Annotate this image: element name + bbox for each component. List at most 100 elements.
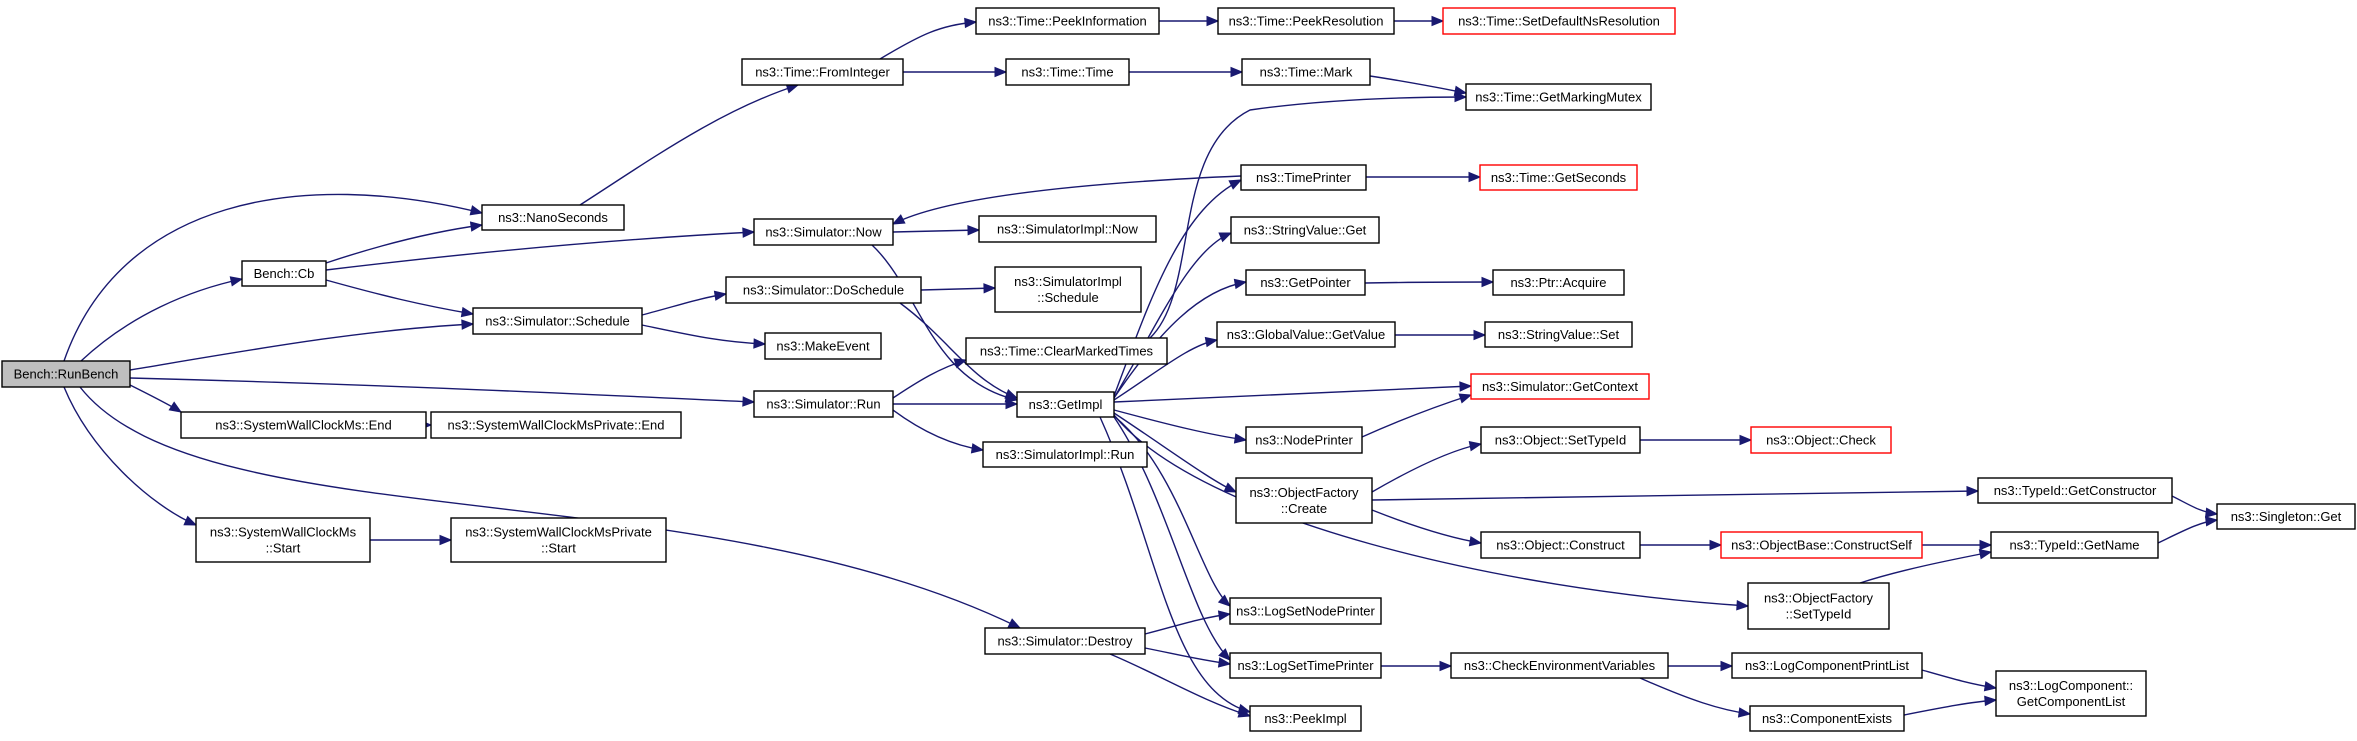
node-label: ns3::Singleton::Get bbox=[2231, 509, 2342, 524]
node-clearmarked[interactable]: ns3::Time::ClearMarkedTimes bbox=[965, 337, 1168, 365]
node-sim_run[interactable]: ns3::Simulator::Run bbox=[753, 390, 894, 418]
edge-checkenv-to-logcompprint bbox=[1668, 660, 1734, 672]
edge-arrowhead bbox=[439, 534, 453, 546]
node-getmarkingmutex[interactable]: ns3::Time::GetMarkingMutex bbox=[1465, 83, 1652, 111]
edge-nodeprinter-to-getcontext bbox=[1361, 393, 1473, 438]
node-box bbox=[1465, 83, 1652, 111]
node-lognodeprinter[interactable]: ns3::LogSetNodePrinter bbox=[1229, 597, 1382, 625]
node-label: GetComponentList bbox=[2017, 694, 2126, 709]
node-peekinfo[interactable]: ns3::Time::PeekInformation bbox=[975, 7, 1160, 35]
node-label: ns3::Simulator::DoSchedule bbox=[743, 283, 904, 298]
edge-line bbox=[1113, 385, 1472, 403]
node-peekres[interactable]: ns3::Time::PeekResolution bbox=[1217, 7, 1395, 35]
node-typeid_getname[interactable]: ns3::TypeId::GetName bbox=[1990, 531, 2159, 559]
node-box bbox=[472, 307, 643, 335]
node-of_create[interactable]: ns3::ObjectFactory::Create bbox=[1235, 477, 1373, 524]
node-makeevent[interactable]: ns3::MakeEvent bbox=[764, 332, 882, 360]
node-sv_get[interactable]: ns3::StringValue::Get bbox=[1230, 216, 1380, 244]
node-mark[interactable]: ns3::Time::Mark bbox=[1241, 58, 1371, 86]
edge-arrowhead bbox=[1233, 433, 1248, 444]
node-constructself[interactable]: ns3::ObjectBase::ConstructSelf bbox=[1720, 531, 1923, 559]
node-nanoseconds[interactable]: ns3::NanoSeconds bbox=[481, 204, 625, 231]
edge-arrowhead bbox=[460, 306, 475, 318]
edge-arrowhead bbox=[1237, 703, 1252, 715]
node-obj_settypeid[interactable]: ns3::Object::SetTypeId bbox=[1480, 426, 1641, 454]
node-swcp_start[interactable]: ns3::SystemWallClockMsPrivate::Start bbox=[450, 517, 667, 563]
edge-logcompprint-to-logcomp_getlist bbox=[1921, 669, 1998, 692]
edge-line bbox=[1364, 281, 1494, 284]
edge-line bbox=[892, 229, 980, 233]
node-getcontext[interactable]: ns3::Simulator::GetContext bbox=[1470, 373, 1650, 400]
node-schedule[interactable]: ns3::Simulator::Schedule bbox=[472, 307, 643, 335]
node-box bbox=[1005, 58, 1130, 86]
node-label: ns3::GetImpl bbox=[1029, 397, 1103, 412]
node-runbench[interactable]: Bench::RunBench bbox=[1, 360, 131, 388]
node-box bbox=[1990, 531, 2159, 559]
node-timeprinter[interactable]: ns3::TimePrinter bbox=[1240, 164, 1367, 191]
node-label: ns3::Object::Construct bbox=[1496, 538, 1625, 553]
node-getimpl[interactable]: ns3::GetImpl bbox=[1016, 391, 1115, 418]
node-fromint[interactable]: ns3::Time::FromInteger bbox=[741, 58, 904, 86]
node-label: ns3::Time::Mark bbox=[1260, 65, 1353, 80]
node-of_settypeid[interactable]: ns3::ObjectFactory::SetTypeId bbox=[1747, 582, 1890, 630]
node-logtimeprinter[interactable]: ns3::LogSetTimePrinter bbox=[1229, 652, 1382, 679]
node-nodeprinter[interactable]: ns3::NodePrinter bbox=[1245, 426, 1363, 454]
node-box bbox=[1, 360, 131, 388]
node-peekimpl[interactable]: ns3::PeekImpl bbox=[1249, 705, 1362, 732]
edges-layer bbox=[63, 15, 2219, 718]
node-logcompprint[interactable]: ns3::LogComponentPrintList bbox=[1731, 652, 1923, 679]
node-sim_destroy[interactable]: ns3::Simulator::Destroy bbox=[984, 627, 1146, 655]
node-sim_now[interactable]: ns3::Simulator::Now bbox=[753, 218, 894, 246]
node-getpointer[interactable]: ns3::GetPointer bbox=[1245, 269, 1366, 296]
edge-line bbox=[1113, 414, 1749, 607]
node-checkenv[interactable]: ns3::CheckEnvironmentVariables bbox=[1450, 652, 1669, 679]
edge-obj_settypeid-to-obj_check bbox=[1640, 434, 1753, 446]
node-simimpl_now[interactable]: ns3::SimulatorImpl::Now bbox=[978, 215, 1157, 243]
node-simimpl_sched[interactable]: ns3::SimulatorImpl::Schedule bbox=[994, 266, 1142, 313]
node-singleton_get[interactable]: ns3::Singleton::Get bbox=[2216, 503, 2356, 530]
node-compexists[interactable]: ns3::ComponentExists bbox=[1749, 705, 1905, 732]
edge-cb-to-nanoseconds bbox=[325, 221, 484, 264]
node-box bbox=[1245, 426, 1363, 454]
node-typeid_getctor[interactable]: ns3::TypeId::GetConstructor bbox=[1977, 477, 2173, 504]
node-doschedule[interactable]: ns3::Simulator::DoSchedule bbox=[725, 276, 922, 304]
node-swc_start[interactable]: ns3::SystemWallClockMs::Start bbox=[195, 517, 371, 563]
node-setdefaultres[interactable]: ns3::Time::SetDefaultNsResolution bbox=[1442, 7, 1676, 35]
edge-compexists-to-logcomp_getlist bbox=[1903, 695, 1998, 716]
node-label: ns3::Simulator::Schedule bbox=[485, 314, 630, 329]
node-label: ::Schedule bbox=[1037, 290, 1098, 305]
node-label: ns3::Time::GetSeconds bbox=[1491, 170, 1627, 185]
node-getseconds[interactable]: ns3::Time::GetSeconds bbox=[1479, 164, 1638, 191]
edge-of_settypeid-to-typeid_getname bbox=[1859, 549, 1993, 584]
node-label: ns3::SimulatorImpl::Now bbox=[997, 222, 1138, 237]
edge-arrowhead bbox=[1720, 660, 1734, 672]
edge-getimpl-to-peekimpl bbox=[1099, 416, 1252, 715]
node-label: ns3::SimulatorImpl::Run bbox=[996, 447, 1135, 462]
edge-line bbox=[879, 21, 977, 60]
edge-line bbox=[129, 323, 474, 371]
edge-line bbox=[641, 293, 727, 316]
node-box bbox=[965, 337, 1168, 365]
node-logcomp_getlist[interactable]: ns3::LogComponent::GetComponentList bbox=[1995, 670, 2147, 717]
node-label: ns3::SystemWallClockMsPrivate::End bbox=[448, 418, 665, 433]
node-simimpl_run[interactable]: ns3::SimulatorImpl::Run bbox=[982, 441, 1148, 468]
node-ptr_acquire[interactable]: ns3::Ptr::Acquire bbox=[1492, 269, 1625, 296]
node-cb[interactable]: Bench::Cb bbox=[241, 260, 327, 287]
node-obj_check[interactable]: ns3::Object::Check bbox=[1750, 426, 1892, 454]
node-label: ns3::Time::FromInteger bbox=[755, 65, 890, 80]
node-label: ns3::Simulator::GetContext bbox=[1482, 379, 1638, 394]
edge-sim_now-to-simimpl_now bbox=[892, 225, 981, 236]
node-sv_set[interactable]: ns3::StringValue::Set bbox=[1484, 321, 1633, 348]
node-gv_getvalue[interactable]: ns3::GlobalValue::GetValue bbox=[1216, 321, 1396, 348]
edge-arrowhead bbox=[1966, 485, 1980, 497]
node-obj_construct[interactable]: ns3::Object::Construct bbox=[1480, 531, 1641, 559]
edge-arrowhead bbox=[1984, 695, 1998, 707]
edge-clearmarked-to-getmarkingmutex bbox=[1149, 91, 1468, 339]
node-box bbox=[195, 517, 371, 563]
node-swcp_end[interactable]: ns3::SystemWallClockMsPrivate::End bbox=[430, 411, 682, 439]
edge-getimpl-to-nodeprinter bbox=[1113, 409, 1248, 444]
edge-arrowhead bbox=[1217, 657, 1232, 668]
node-time_time[interactable]: ns3::Time::Time bbox=[1005, 58, 1130, 86]
node-box bbox=[1749, 705, 1905, 732]
node-swc_end[interactable]: ns3::SystemWallClockMs::End bbox=[180, 411, 427, 439]
